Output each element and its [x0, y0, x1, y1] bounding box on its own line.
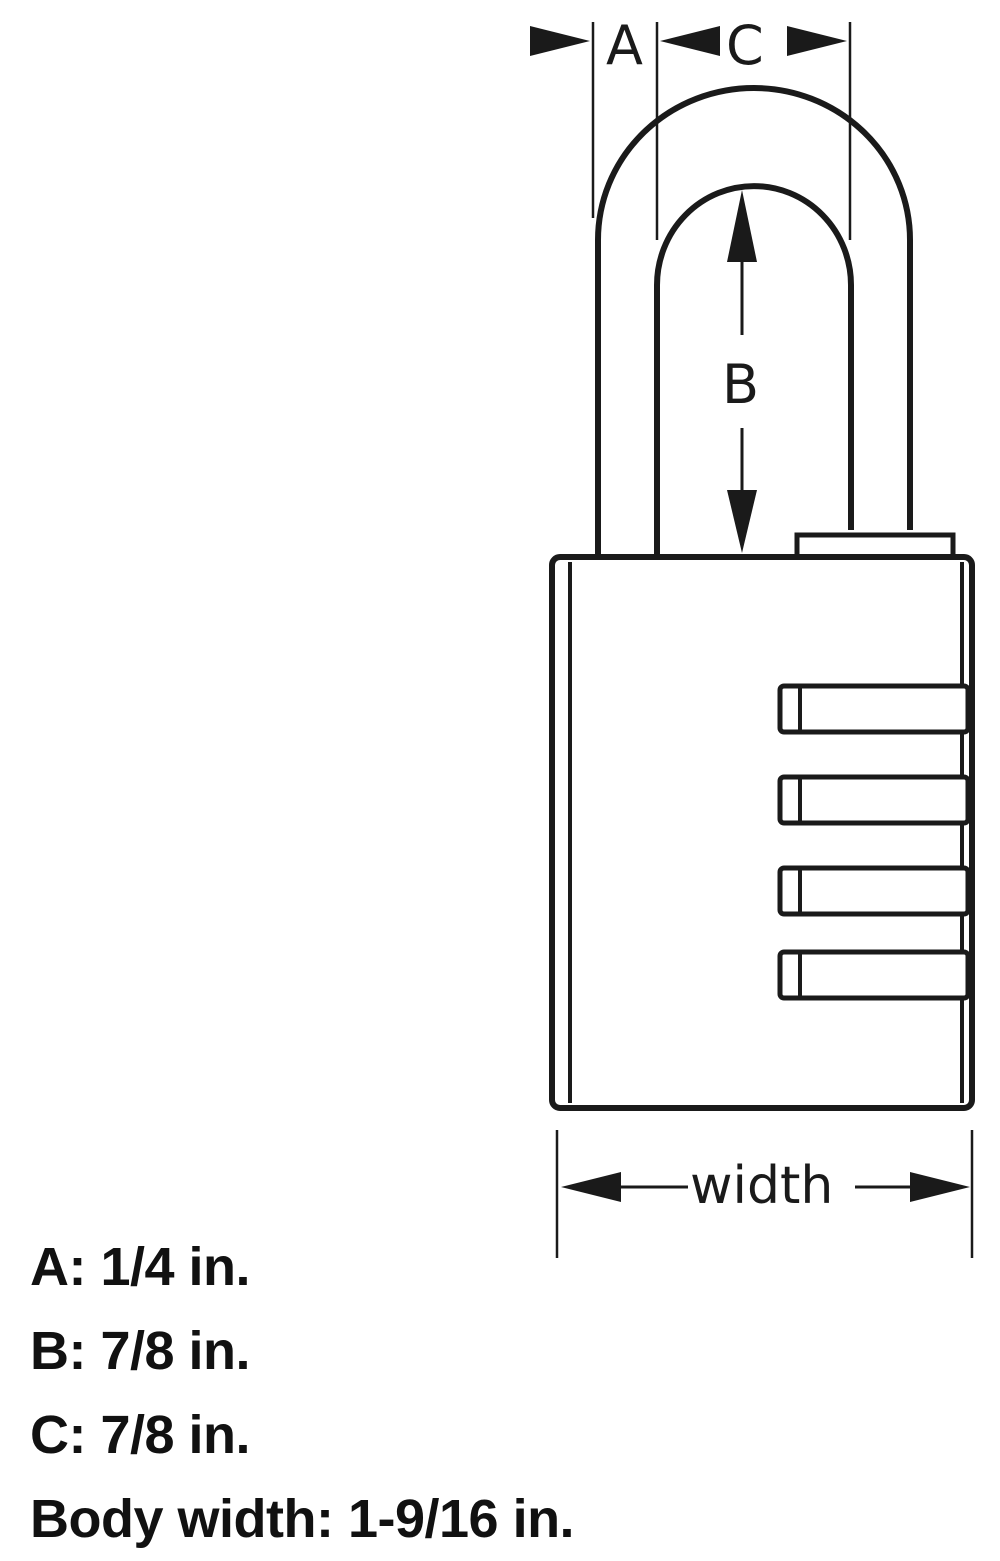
dimension-extension-lines — [555, 22, 974, 1258]
lock-body — [549, 554, 975, 1111]
dial — [777, 949, 971, 1001]
spec-c: C: 7/8 in. — [30, 1405, 251, 1465]
spec-b: B: 7/8 in. — [30, 1321, 251, 1381]
dial — [777, 683, 971, 735]
dimension-b-label: B — [722, 353, 759, 416]
dimension-a-arrow — [530, 26, 590, 56]
spec-body-width: Body width: 1-9/16 in. — [30, 1489, 575, 1549]
dial — [777, 865, 971, 917]
dimension-c-arrows — [660, 26, 847, 56]
dimension-b-arrows — [727, 190, 757, 553]
shackle-inner — [654, 183, 854, 555]
spec-a: A: 1/4 in. — [30, 1237, 251, 1297]
dimension-c-label: C — [726, 14, 764, 77]
width-label: width — [690, 1156, 833, 1216]
dimension-specs-list: A: 1/4 in. B: 7/8 in. C: 7/8 in. Body wi… — [30, 1225, 575, 1561]
shackle-outer — [595, 85, 913, 555]
padlock-icon — [549, 85, 975, 1111]
shackle-collar — [794, 532, 956, 555]
dimension-a-label: A — [606, 14, 643, 77]
width-dimension-arrows — [561, 1172, 970, 1202]
dial — [777, 774, 971, 826]
